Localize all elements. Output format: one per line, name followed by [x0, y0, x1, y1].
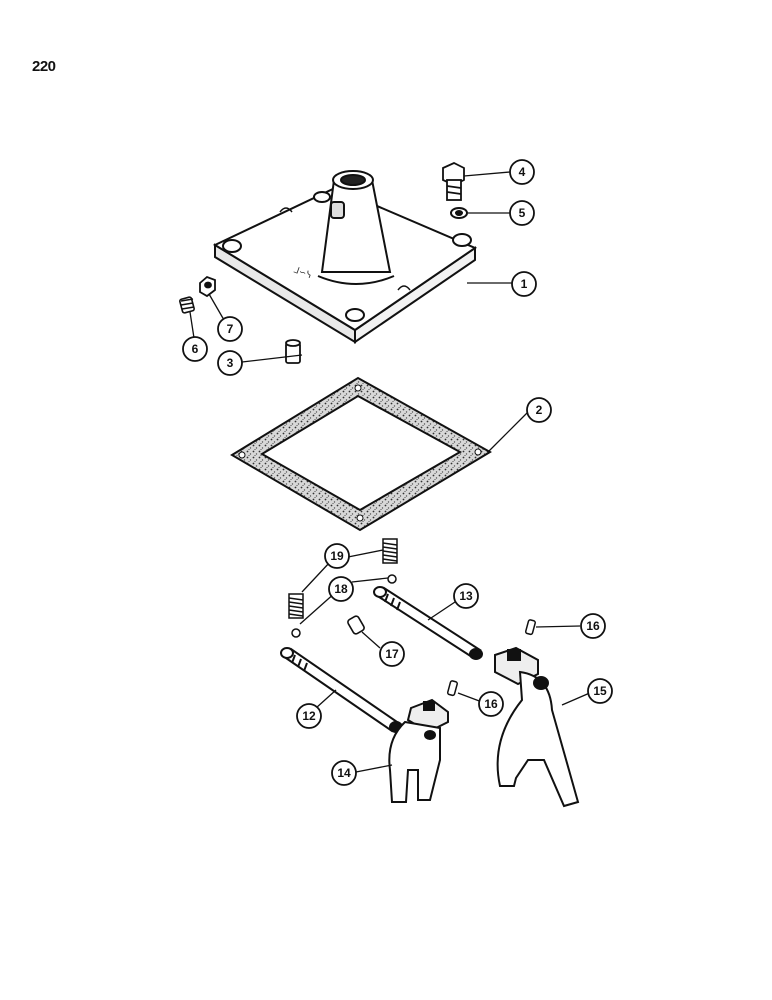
callout-18-label: 18	[334, 582, 348, 596]
callout-5-label: 5	[519, 206, 526, 220]
callout-4: 4	[509, 159, 535, 185]
callout-19: 19	[324, 543, 350, 569]
callout-17: 17	[379, 641, 405, 667]
shifter-cover-plate: ᒧ∽ᓭ	[212, 170, 478, 344]
callout-16b-label: 16	[484, 697, 498, 711]
dowel-pin	[285, 339, 301, 364]
shift-fork-large	[494, 646, 580, 808]
detent-spring	[288, 593, 304, 619]
callout-15: 15	[587, 678, 613, 704]
callout-5: 5	[509, 200, 535, 226]
callout-16b: 16	[478, 691, 504, 717]
detent-ball	[387, 574, 397, 584]
callout-17-label: 17	[385, 647, 399, 661]
callout-1: 1	[511, 271, 537, 297]
callout-7: 7	[217, 316, 243, 342]
callout-14-label: 14	[337, 766, 351, 780]
callout-14: 14	[331, 760, 357, 786]
callout-12: 12	[296, 703, 322, 729]
callout-2: 2	[526, 397, 552, 423]
shift-rail	[280, 647, 403, 733]
callout-1-label: 1	[521, 277, 528, 291]
shift-fork-small	[388, 698, 449, 803]
page-number: 220	[32, 58, 56, 75]
callout-6-label: 6	[192, 342, 199, 356]
callout-12-label: 12	[302, 709, 316, 723]
callout-16a-label: 16	[586, 619, 600, 633]
callout-3: 3	[217, 350, 243, 376]
callout-19-label: 19	[330, 549, 344, 563]
callout-18: 18	[328, 576, 354, 602]
callout-4-label: 4	[519, 165, 526, 179]
shift-rail	[373, 586, 483, 660]
callout-7-label: 7	[227, 322, 234, 336]
lock-washer	[450, 207, 468, 219]
callout-13: 13	[453, 583, 479, 609]
roll-pin	[524, 619, 536, 636]
jam-nut	[199, 275, 216, 298]
detent-spring	[382, 538, 398, 564]
callout-15-label: 15	[593, 684, 607, 698]
cap-screw	[442, 162, 465, 201]
callout-6: 6	[182, 336, 208, 362]
cover-gasket	[230, 376, 492, 532]
set-screw	[179, 296, 195, 314]
roll-pin	[446, 680, 458, 697]
callout-13-label: 13	[459, 589, 473, 603]
detent-ball	[291, 628, 301, 638]
callout-3-label: 3	[227, 356, 234, 370]
interlock-pin	[347, 615, 365, 635]
callout-2-label: 2	[536, 403, 543, 417]
leader-lines	[189, 171, 593, 773]
callout-16a: 16	[580, 613, 606, 639]
